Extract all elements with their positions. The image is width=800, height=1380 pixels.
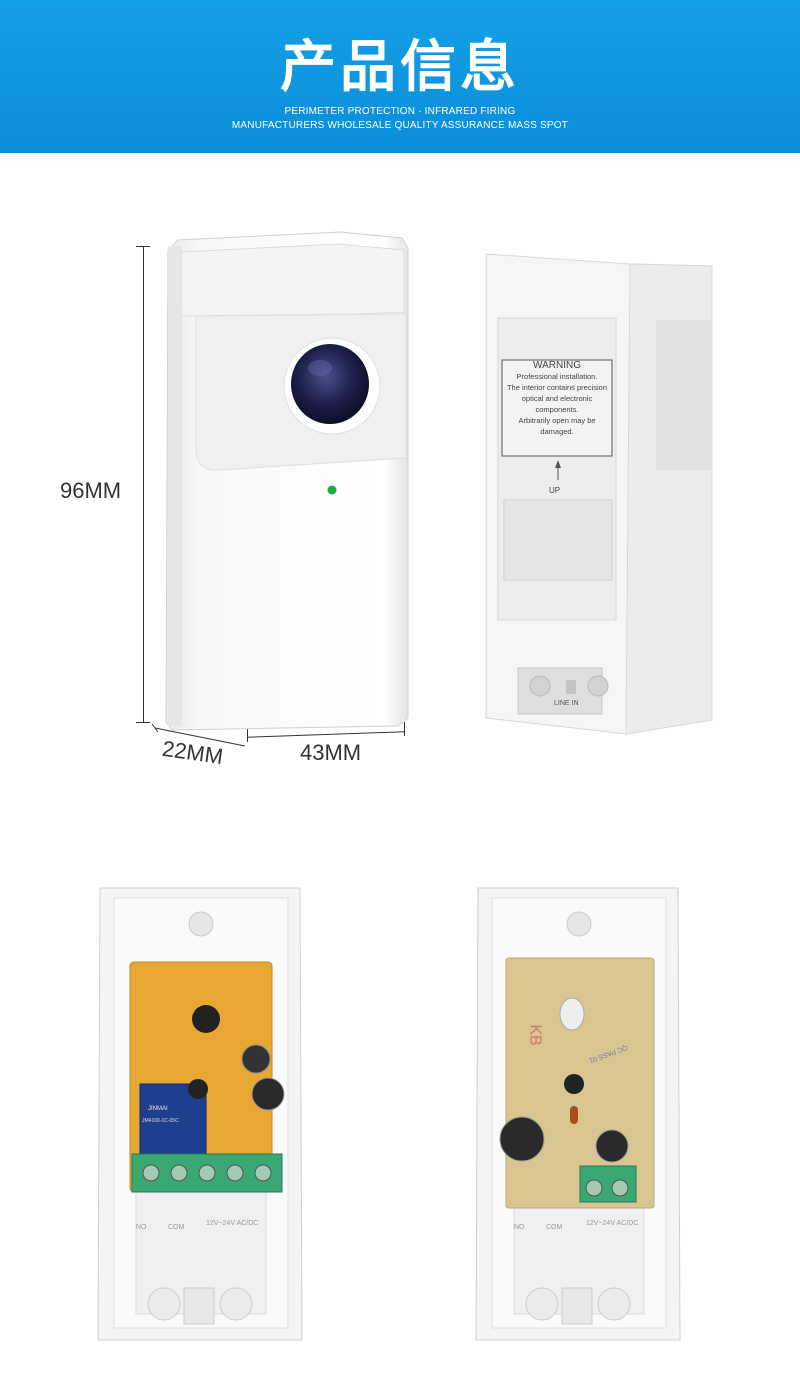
- device-back-view: [485, 253, 713, 735]
- sensor-component: [192, 1005, 220, 1033]
- terminal-voltage-right: 12V~24V AC/DC: [586, 1220, 639, 1227]
- terminal-com-right: COM: [546, 1224, 563, 1231]
- open-housing-left: [97, 887, 303, 1341]
- height-dimension-label: 96MM: [60, 478, 122, 503]
- kb-mark: KB: [526, 1024, 544, 1046]
- warning-title: WARNING: [533, 360, 581, 371]
- warning-line-1: Professional installation.: [516, 372, 598, 381]
- terminal-no-left: NO: [136, 1224, 147, 1231]
- warning-line-4: Arbitrarily open may be damaged.: [518, 416, 596, 436]
- header-banner: 产品信息 PERIMETER PROTECTION · INFRARED FIR…: [0, 0, 800, 153]
- height-dim-line: [143, 246, 144, 723]
- device-front-view: [165, 231, 409, 731]
- line-in-label: LINE IN: [554, 700, 579, 707]
- warning-label: WARNING Professional installation. The i…: [502, 360, 612, 437]
- warning-line-2: The interior contains precision: [506, 383, 608, 392]
- height-dim-tick-bottom: [136, 722, 150, 723]
- banner-subtitle-2: MANUFACTURERS WHOLESALE QUALITY ASSURANC…: [231, 120, 569, 131]
- relay-brand: JINMAI: [148, 1106, 168, 1112]
- depth-dim-line: [151, 723, 246, 747]
- height-dim-tick-top: [136, 246, 150, 247]
- led-component: [559, 997, 585, 1031]
- width-dim-tick-right: [404, 722, 405, 736]
- lens: [291, 344, 369, 424]
- terminal-voltage-left: 12V~24V AC/DC: [206, 1220, 259, 1227]
- led-indicator: [327, 485, 337, 495]
- open-housing-right: [475, 887, 681, 1341]
- width-dim-tick-left: [247, 728, 248, 742]
- relay-model: JM4100-1C-05C: [142, 1118, 179, 1124]
- up-label: UP: [549, 486, 561, 495]
- warning-line-3: optical and electronic components.: [521, 394, 593, 414]
- banner-subtitle-1: PERIMETER PROTECTION · INFRARED FIRING: [284, 106, 516, 117]
- terminal-no-right: NO: [514, 1224, 525, 1231]
- page-title: 产品信息: [280, 35, 520, 100]
- width-dimension-label: 43MM: [300, 740, 362, 765]
- terminal-com-left: COM: [168, 1224, 185, 1231]
